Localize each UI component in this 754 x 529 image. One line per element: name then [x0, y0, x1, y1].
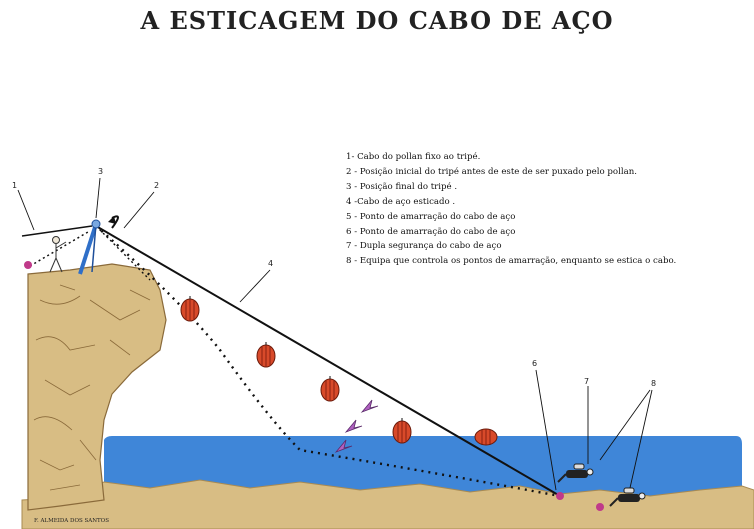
legend-item: 7 - Dupla segurança do cabo de aço — [346, 241, 502, 252]
callout-6: 6 — [532, 359, 537, 368]
author-credit: F. ALMEIDA DOS SANTOS — [34, 518, 109, 524]
tripod-icon — [78, 219, 101, 275]
page-title: A ESTICAGEM DO CABO DE AÇO — [140, 6, 614, 35]
pollan-dotted-line — [29, 231, 89, 267]
anchor-point-left — [24, 261, 32, 269]
anchor-point-7 — [596, 503, 604, 511]
cliff-texture — [33, 284, 151, 491]
operator-figure — [49, 236, 67, 273]
diver-icon — [609, 487, 646, 507]
anchor-point-6 — [556, 492, 564, 500]
callout-7: 7 — [584, 377, 589, 386]
buoy-icon — [392, 418, 412, 444]
callout-8: 8 — [651, 379, 656, 388]
buoy-icon — [256, 342, 276, 368]
legend-item: 5 - Ponto de amarração do cabo de aço — [346, 211, 516, 222]
callout-3: 3 — [98, 167, 103, 176]
legend: 1- Cabo do pollan fixo ao tripé. 2 - Pos… — [346, 150, 750, 269]
callout-2: 2 — [154, 181, 159, 190]
water-body — [104, 436, 742, 500]
legend-item: 6 - Ponto de amarração do cabo de aço — [346, 226, 516, 237]
diver-icon — [557, 463, 594, 483]
legend-item: 8 - Equipa que controla os pontos de ama… — [346, 256, 677, 267]
seabed — [21, 479, 754, 529]
pollan-cable — [21, 225, 93, 237]
legend-item: 1- Cabo do pollan fixo ao tripé. — [346, 152, 481, 162]
legend-item: 3 - Posição final do tripé . — [346, 181, 458, 192]
buoy-icon — [474, 428, 498, 446]
lift-arrow-icon — [334, 399, 379, 453]
callout-lines — [17, 177, 653, 491]
callout-1: 1 — [12, 181, 17, 190]
buoy-icon — [320, 376, 340, 402]
legend-item: 4 -Cabo de aço esticado . — [346, 196, 456, 207]
callout-4: 4 — [268, 259, 273, 268]
cliff — [27, 263, 167, 511]
legend-item: 2 - Posição inicial do tripé antes de es… — [346, 166, 637, 177]
buoy-icon — [180, 296, 200, 322]
steel-cable — [95, 225, 561, 497]
